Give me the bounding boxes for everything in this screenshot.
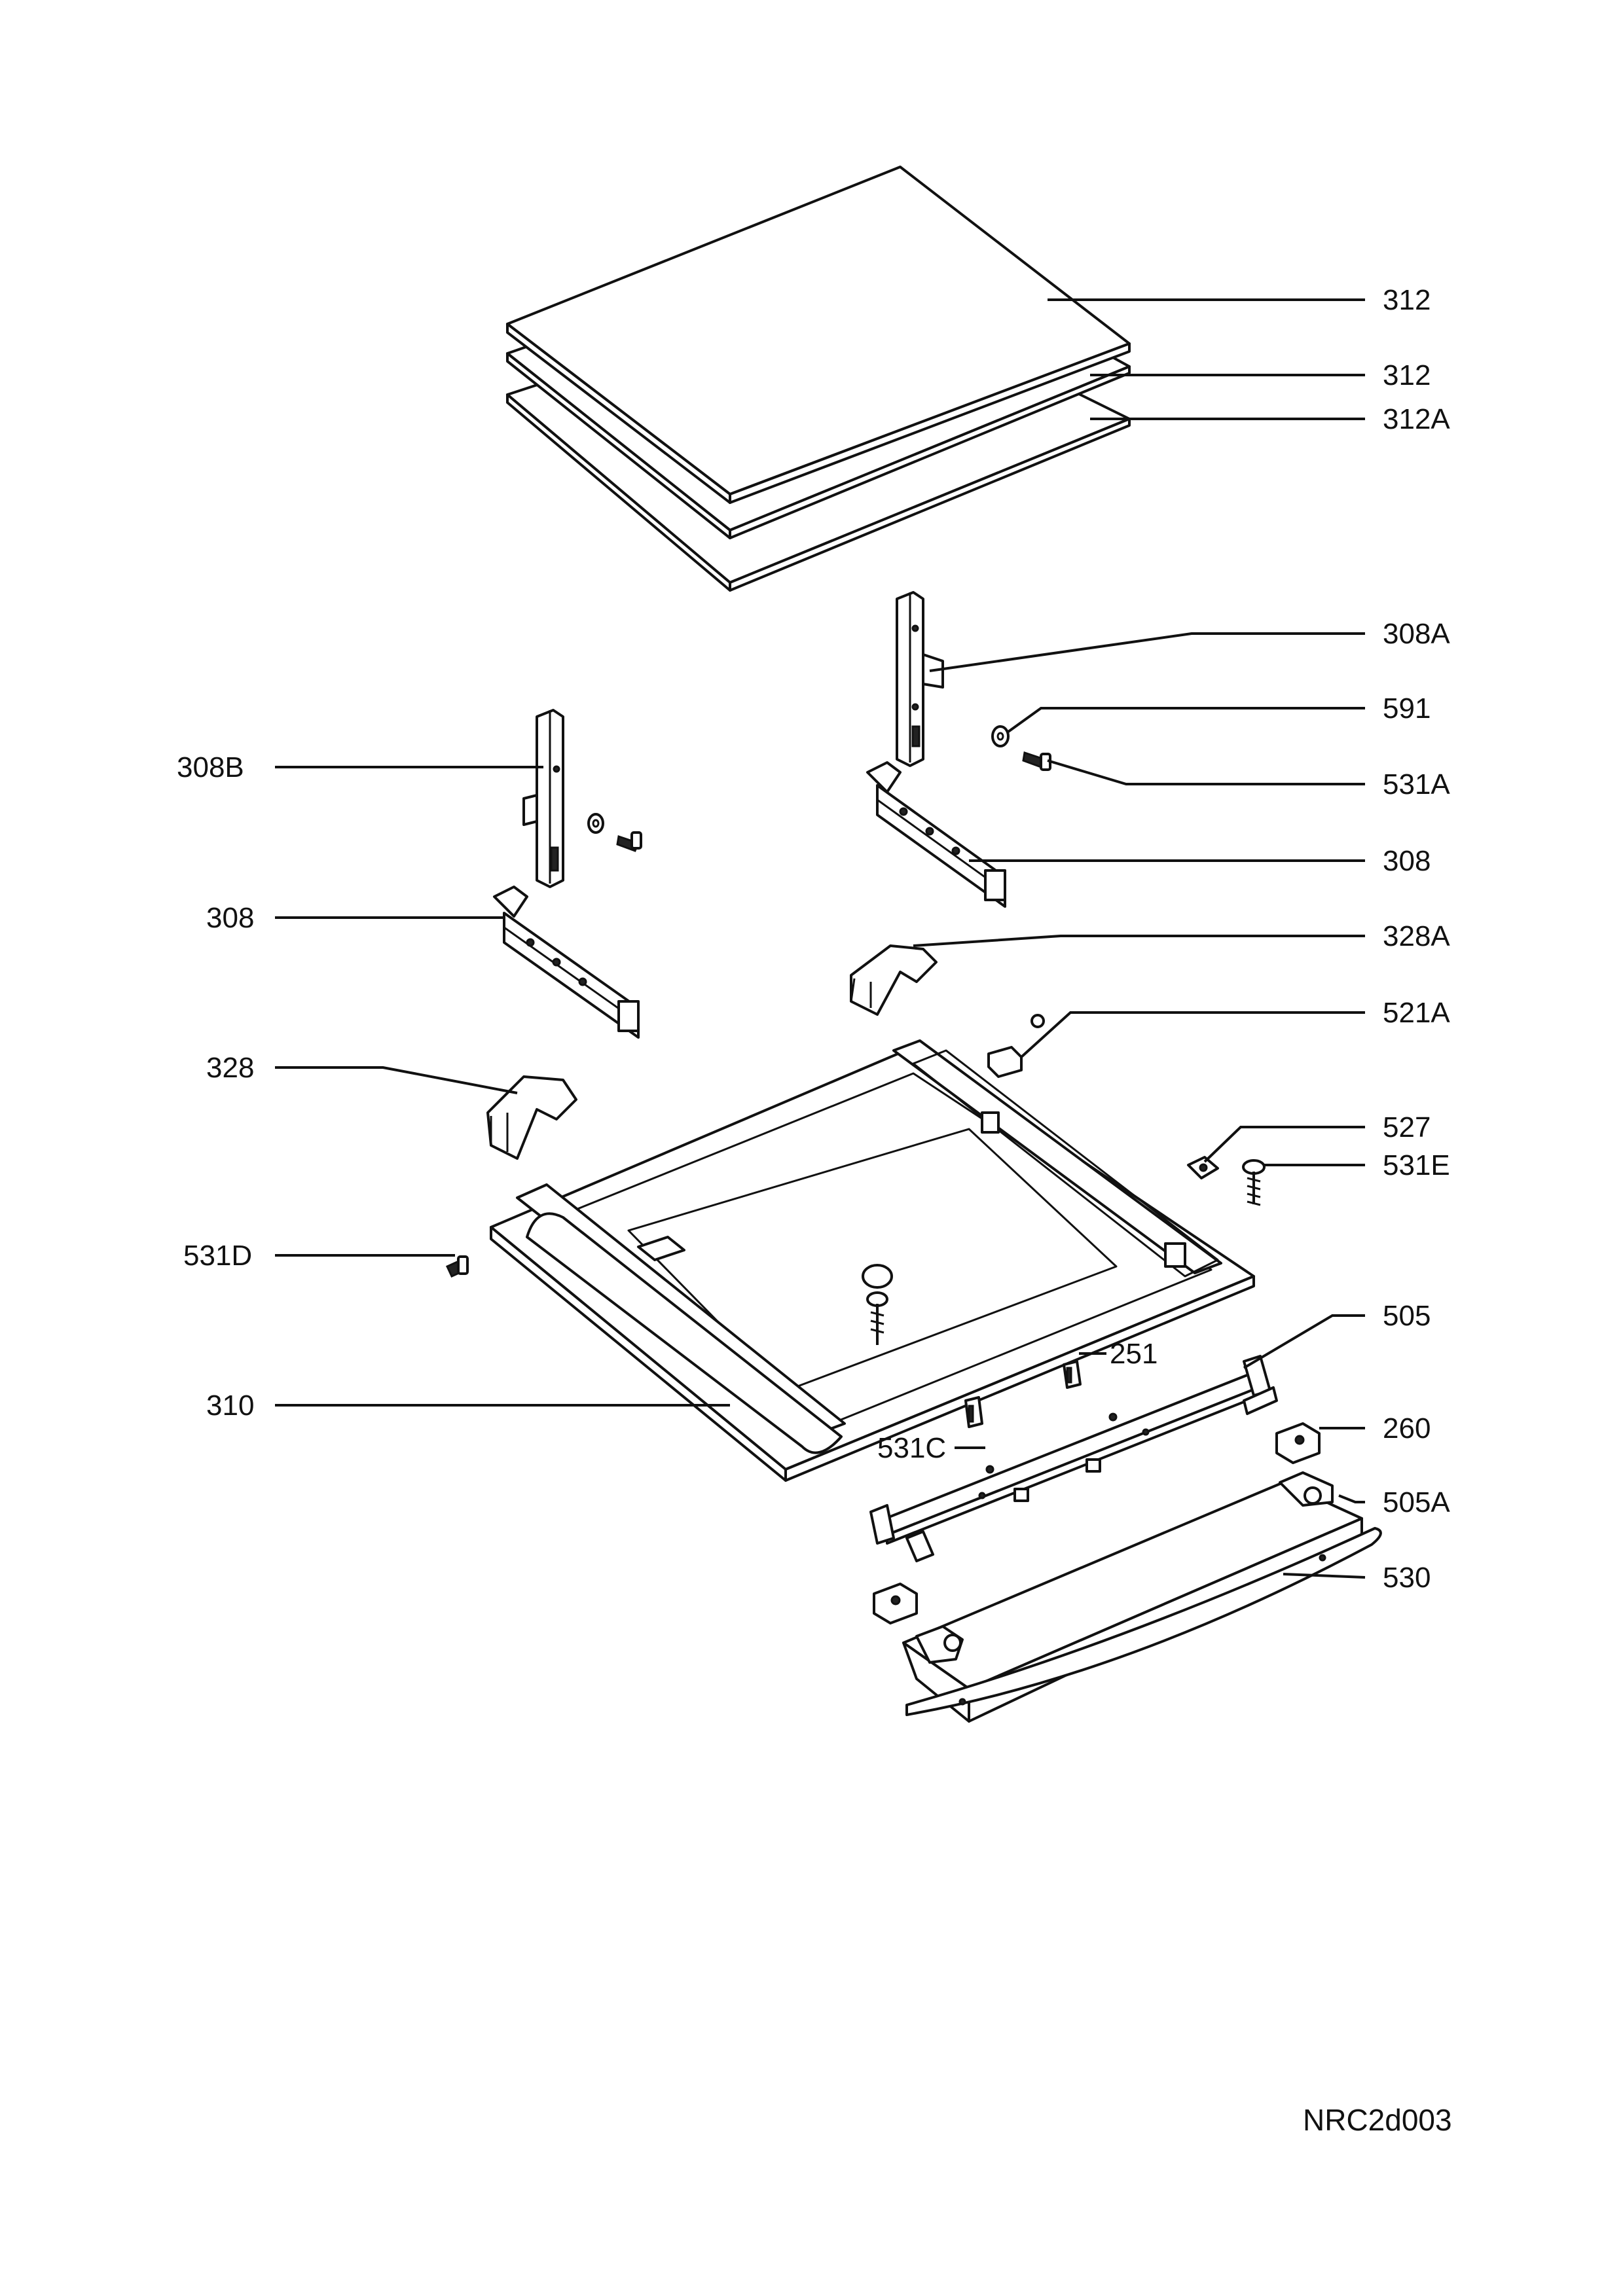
label-531C: 531C [877, 1432, 946, 1464]
label-531D: 531D [183, 1240, 252, 1272]
handle-530 [905, 1527, 1382, 1716]
hinge-308-right [866, 761, 1006, 908]
leader-527 [1203, 1126, 1365, 1163]
leader-521A [1020, 1011, 1365, 1058]
label-521A: 521A [1383, 997, 1450, 1029]
label-527: 527 [1383, 1111, 1431, 1143]
clip-521A [987, 1046, 1023, 1078]
screw-531C [985, 1465, 994, 1474]
screw-531D [446, 1255, 469, 1278]
door-frame-310 [490, 1039, 1255, 1482]
hinge-cover-328 [486, 1075, 577, 1160]
label-591: 591 [1383, 692, 1431, 725]
label-308-right: 308 [1383, 845, 1431, 877]
leader-308A [929, 632, 1365, 672]
hinge-cover-328A [850, 944, 938, 1016]
hinge-308-left [493, 886, 640, 1039]
label-505: 505 [1383, 1300, 1431, 1332]
door-bar-505 [869, 1355, 1278, 1562]
label-531E: 531E [1383, 1149, 1450, 1181]
nut-527 [1187, 1156, 1219, 1179]
small-screw-center [1108, 1412, 1118, 1422]
label-505A: 505A [1383, 1486, 1450, 1518]
leader-531A [1047, 759, 1365, 785]
drawing-code: NRC2d003 [1303, 2103, 1452, 2137]
leader-328A [913, 935, 1365, 947]
hinge-bracket-308B [522, 709, 564, 888]
label-310: 310 [206, 1390, 254, 1422]
label-312-top: 312 [1383, 284, 1431, 316]
label-308A: 308A [1383, 618, 1450, 650]
screw-531E [1242, 1159, 1266, 1206]
screw-531A [1022, 751, 1051, 771]
leader-530 [1283, 1573, 1366, 1579]
leader-591 [1007, 707, 1365, 733]
leader-505A [1338, 1494, 1365, 1503]
washer-left [587, 813, 604, 834]
clip-251 [1063, 1360, 1082, 1389]
washer-591 [991, 725, 1010, 747]
leader-328 [275, 1066, 518, 1094]
label-312-middle: 312 [1383, 359, 1431, 391]
label-531A: 531A [1383, 768, 1450, 800]
label-328A: 328A [1383, 920, 1450, 952]
part-labels: 312 312 312A 308A 591 531A 308 328A 521A… [177, 284, 1450, 1594]
label-260: 260 [1383, 1412, 1431, 1444]
end-cap-260 [1275, 1422, 1321, 1464]
small-nut [1030, 1014, 1045, 1028]
leader-lines [275, 298, 1366, 1579]
end-cap-left [873, 1583, 918, 1624]
label-308B: 308B [177, 751, 244, 783]
label-308-left: 308 [206, 902, 254, 934]
clip-251-second [964, 1396, 983, 1428]
label-251: 251 [1110, 1338, 1158, 1370]
hinge-bracket-308A [896, 591, 944, 767]
screw-left [616, 831, 642, 852]
label-530: 530 [1383, 1562, 1431, 1594]
leader-505 [1243, 1314, 1365, 1369]
glass-panel-312-top [506, 166, 1131, 504]
label-328: 328 [206, 1052, 254, 1084]
label-312A: 312A [1383, 403, 1450, 435]
